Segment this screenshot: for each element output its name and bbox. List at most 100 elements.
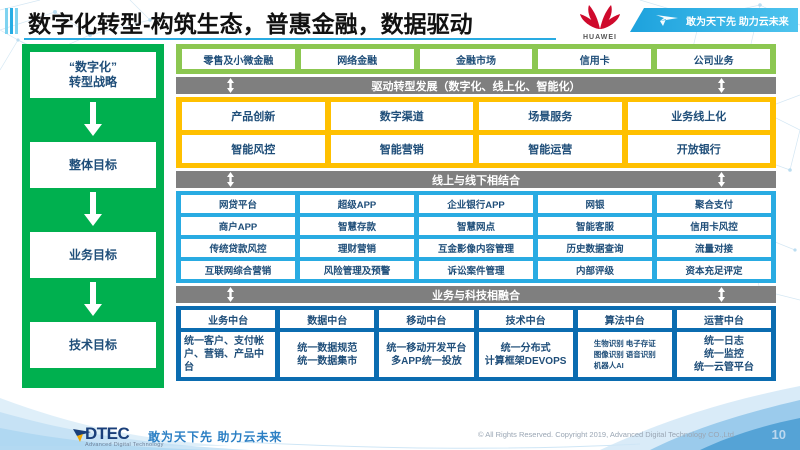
architecture-stack: 零售及小微金融 网络金融 金融市场 信用卡 公司业务 驱动转型发展（数字化、线上… [176, 44, 776, 381]
online-offline-row-2: 商户APP 智慧存款 智慧网点 智能客服 信用卡风控 [181, 217, 771, 235]
platform-body-cell[interactable]: 统一数据规范 统一数据集市 [280, 332, 375, 377]
platform-header-label: 算法中台 [604, 315, 645, 327]
divider-bar-drive-transformation: 驱动转型发展（数字化、线上化、智能化） [176, 77, 776, 94]
platform-header-cell[interactable]: 移动中台 [379, 310, 474, 328]
online-offline-cell[interactable]: 传统贷款风控 [181, 239, 295, 257]
strategy-step-4-label: 技术目标 [68, 337, 117, 352]
online-offline-row-3: 传统贷款风控 理财营销 互金影像内容管理 历史数据查询 流量对接 [181, 239, 771, 257]
online-offline-label: 网贷平台 [218, 200, 257, 211]
business-line-cell[interactable]: 信用卡 [538, 49, 652, 69]
transformation-label: 智能风控 [231, 144, 276, 156]
title-accent-bars [5, 8, 23, 34]
strategy-arrow-1 [30, 98, 156, 142]
online-offline-cell[interactable]: 风险管理及预警 [300, 261, 414, 279]
platform-body-cell[interactable]: 统一客户、支付帐户、营销、产品中台 [181, 332, 276, 377]
online-offline-cell[interactable]: 互联网综合营销 [181, 261, 295, 279]
business-line-cell[interactable]: 零售及小微金融 [182, 49, 295, 69]
transformation-band: 产品创新 数字渠道 场景服务 业务线上化 智能风控 智能营销 智能运营 开放银行 [176, 97, 776, 168]
business-line-label: 金融市场 [455, 55, 496, 67]
online-offline-cell[interactable]: 网贷平台 [181, 195, 295, 213]
platform-header-cell[interactable]: 运营中台 [676, 310, 772, 328]
online-offline-cell[interactable]: 内部评级 [538, 261, 652, 279]
transformation-cell[interactable]: 智能风控 [182, 135, 325, 163]
business-line-cell[interactable]: 公司业务 [657, 49, 770, 69]
online-offline-label: 企业银行APP [447, 200, 505, 211]
strategy-arrow-2 [30, 188, 156, 232]
online-offline-cell[interactable]: 历史数据查询 [538, 239, 652, 257]
strategy-step-3-label: 业务目标 [68, 247, 117, 262]
strategy-step-2-label: 整体目标 [68, 157, 117, 172]
divider-bar-online-offline: 线上与线下相结合 [176, 171, 776, 188]
platform-body-cell[interactable]: 统一分布式 计算框架DEVOPS [478, 332, 573, 377]
copyright-notice: © All Rights Reserved. Copyright 2019, A… [478, 430, 734, 439]
online-offline-label: 风险管理及预警 [323, 266, 391, 277]
transformation-cell[interactable]: 智能营销 [330, 135, 473, 163]
platform-header-cell[interactable]: 业务中台 [181, 310, 276, 328]
online-offline-label: 智能客服 [575, 222, 614, 233]
platform-header-label: 移动中台 [406, 315, 447, 327]
online-offline-label: 互联网综合营销 [204, 266, 272, 277]
business-line-cell[interactable]: 金融市场 [419, 49, 533, 69]
online-offline-cell[interactable]: 资本充足评定 [657, 261, 771, 279]
online-offline-label: 互金影像内容管理 [437, 244, 514, 255]
online-offline-cell[interactable]: 流量对接 [657, 239, 771, 257]
transformation-cell[interactable]: 场景服务 [479, 102, 622, 130]
strategy-step-4[interactable]: 技术目标 [30, 322, 156, 368]
platform-header-cell[interactable]: 技术中台 [478, 310, 573, 328]
online-offline-label: 智慧网点 [456, 222, 495, 233]
transformation-cell[interactable]: 智能运营 [479, 135, 622, 163]
online-offline-cell[interactable]: 互金影像内容管理 [419, 239, 533, 257]
online-offline-cell[interactable]: 信用卡风控 [657, 217, 771, 235]
platform-header-label: 技术中台 [505, 315, 546, 327]
transformation-row-2: 智能风控 智能营销 智能运营 开放银行 [182, 135, 770, 163]
business-lines-row: 零售及小微金融 网络金融 金融市场 信用卡 公司业务 [182, 49, 770, 69]
online-offline-cell[interactable]: 智能客服 [538, 217, 652, 235]
transformation-cell[interactable]: 产品创新 [182, 102, 325, 130]
page-number: 10 [771, 427, 786, 442]
platform-header-label: 业务中台 [208, 315, 249, 327]
footer-slogan: 敢为天下先 助力云未来 [148, 430, 283, 444]
page-footer: DTEC Advanced Digital Technology 敢为天下先 助… [0, 404, 800, 450]
transformation-cell[interactable]: 数字渠道 [330, 102, 473, 130]
double-arrow-icon [718, 287, 725, 302]
strategy-column: “数字化” 转型战略 整体目标 业务目标 技术目标 [22, 44, 164, 388]
online-offline-band: 网贷平台 超级APP 企业银行APP 网银 聚合支付 商户APP 智慧存款 智慧… [176, 191, 776, 283]
online-offline-cell[interactable]: 诉讼案件管理 [419, 261, 533, 279]
transformation-row-1: 产品创新 数字渠道 场景服务 业务线上化 [182, 102, 770, 130]
online-offline-cell[interactable]: 智慧存款 [300, 217, 414, 235]
platform-header-label: 数据中台 [307, 315, 348, 327]
online-offline-cell[interactable]: 聚合支付 [657, 195, 771, 213]
diagram-canvas: “数字化” 转型战略 整体目标 业务目标 技术目标 零售及小微金融 网络金融 金… [0, 42, 800, 402]
online-offline-cell[interactable]: 商户APP [181, 217, 295, 235]
online-offline-cell[interactable]: 企业银行APP [419, 195, 533, 213]
strategy-step-3[interactable]: 业务目标 [30, 232, 156, 278]
platform-body-cell[interactable]: 统一日志 统一监控 统一云管平台 [676, 332, 772, 377]
transformation-label: 产品创新 [231, 111, 276, 123]
online-offline-label: 超级APP [337, 200, 377, 211]
page-title: 数字化转型-构筑生态，普惠金融，数据驱动 [28, 11, 473, 37]
strategy-step-1[interactable]: “数字化” 转型战略 [30, 52, 156, 98]
divider-bar-label: 驱动转型发展（数字化、线上化、智能化） [371, 80, 581, 93]
business-line-label: 信用卡 [579, 55, 610, 67]
online-offline-label: 信用卡风控 [690, 222, 738, 233]
transformation-cell[interactable]: 业务线上化 [627, 102, 770, 130]
platform-header-cell[interactable]: 算法中台 [577, 310, 672, 328]
platform-body-cell[interactable]: 统一移动开发平台 多APP统一投放 [379, 332, 474, 377]
online-offline-label: 资本充足评定 [685, 266, 743, 277]
online-offline-cell[interactable]: 网银 [538, 195, 652, 213]
online-offline-label: 聚合支付 [694, 200, 733, 211]
platforms-band: 业务中台 数据中台 移动中台 技术中台 算法中台 运营中台 统一客户、支付帐户、… [176, 306, 776, 381]
business-line-cell[interactable]: 网络金融 [300, 49, 414, 69]
strategy-step-2[interactable]: 整体目标 [30, 142, 156, 188]
online-offline-cell[interactable]: 智慧网点 [419, 217, 533, 235]
online-offline-cell[interactable]: 超级APP [300, 195, 414, 213]
online-offline-cell[interactable]: 理财营销 [300, 239, 414, 257]
platform-header-cell[interactable]: 数据中台 [280, 310, 375, 328]
transformation-cell[interactable]: 开放银行 [627, 135, 770, 163]
divider-bar-label: 线上与线下相结合 [432, 174, 520, 187]
online-offline-label: 理财营销 [337, 244, 376, 255]
business-lines-band: 零售及小微金融 网络金融 金融市场 信用卡 公司业务 [176, 44, 776, 74]
online-offline-row-1: 网贷平台 超级APP 企业银行APP 网银 聚合支付 [181, 195, 771, 213]
online-offline-label: 内部评级 [575, 266, 614, 277]
platform-body-cell[interactable]: 生物识别 电子存证 图像识别 语音识别 机器人AI [577, 332, 672, 377]
